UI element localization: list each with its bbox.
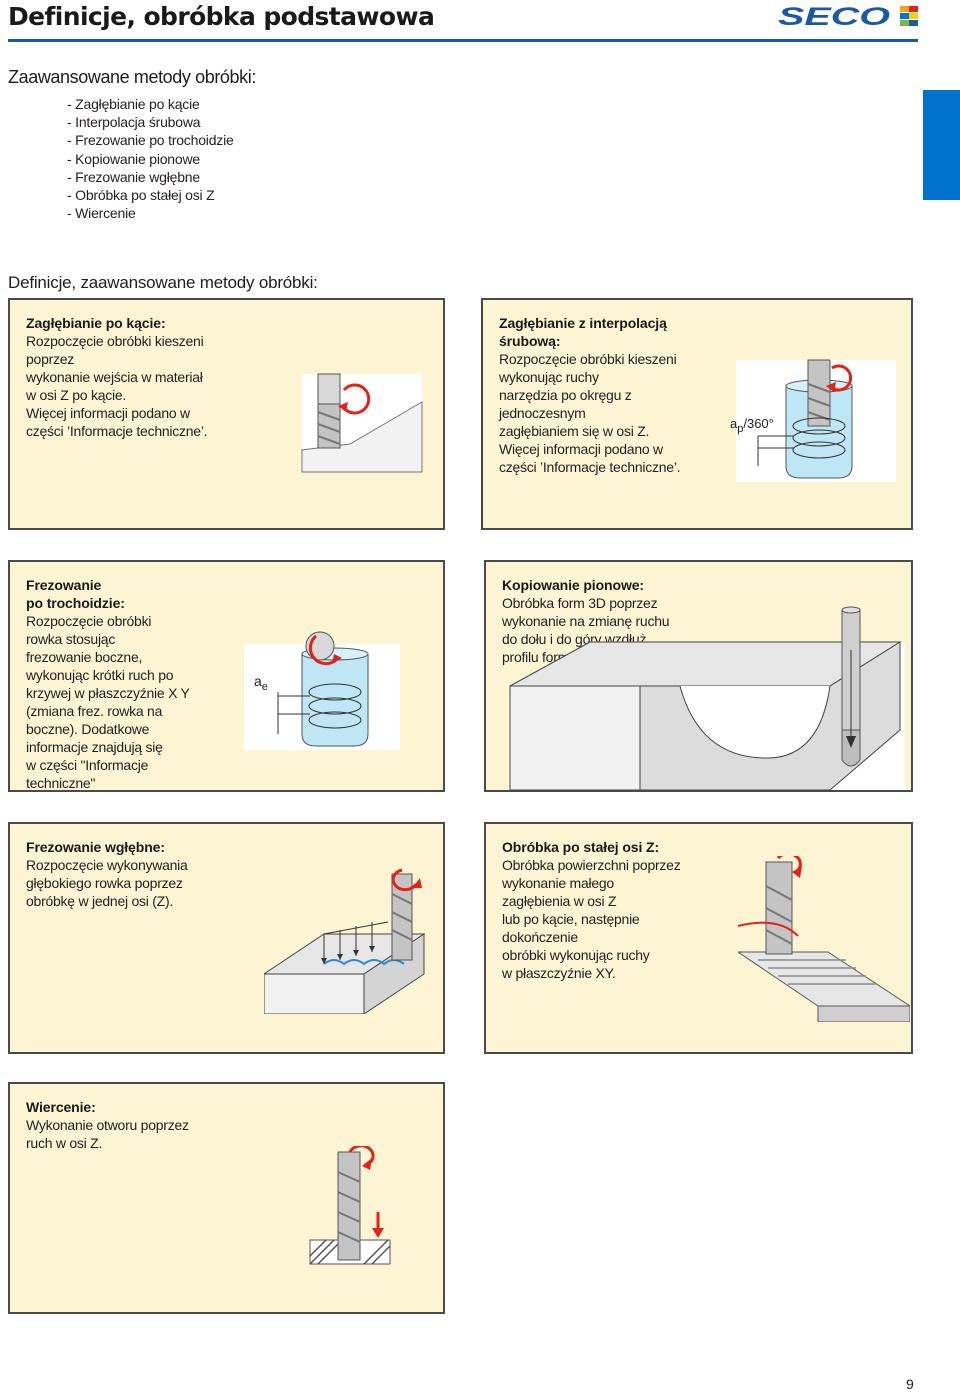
list-item: - Frezowanie po trochoidzie (67, 132, 234, 149)
card-constant-z: Obróbka po stałej osi Z: Obróbka powierz… (484, 822, 913, 1054)
card-line: rowka stosując (26, 631, 116, 647)
card-line: zagłębianiem się w osi Z. (499, 423, 650, 439)
card-line: Więcej informacji podano w (26, 405, 190, 421)
card-title: po trochoidzie: (26, 595, 125, 611)
card-title: Wiercenie: (26, 1099, 96, 1115)
seco-logo: SECO (778, 4, 918, 28)
list-item: - Frezowanie wgłębne (67, 168, 200, 185)
ramping-figure (301, 373, 423, 473)
card-text: Zagłębianie z interpolacją śrubową: Rozp… (499, 314, 749, 476)
card-line: w osi Z po kącie. (26, 387, 127, 403)
card-title: Zagłębianie z interpolacją (499, 315, 667, 331)
card-ramping: Zagłębianie po kącie: Rozpoczęcie obróbk… (8, 298, 445, 530)
card-text: Wiercenie: Wykonanie otworu poprzez ruch… (26, 1098, 276, 1152)
advanced-methods-heading: Zaawansowane metody obróbki: (8, 67, 256, 87)
card-line: poprzez (26, 351, 75, 367)
card-line: części ’Informacje techniczne’. (499, 459, 681, 475)
drilling-figure (309, 1146, 391, 1265)
card-helical: Zagłębianie z interpolacją śrubową: Rozp… (481, 298, 913, 530)
list-item: - Obróbka po stałej osi Z (67, 187, 215, 204)
card-line: Rozpoczęcie obróbki kieszeni (499, 351, 677, 367)
title-rule (8, 39, 918, 42)
card-line: wykonanie wejścia w materiał (26, 369, 203, 385)
card-line: narzędzia po okręgu z (499, 387, 632, 403)
card-line: Obróbka powierzchni poprzez (502, 857, 681, 873)
card-line: części ’Informacje techniczne’. (26, 423, 208, 439)
card-title: Kopiowanie pionowe: (502, 577, 644, 593)
card-title: Obróbka po stałej osi Z: (502, 839, 660, 855)
card-line: boczne). Dodatkowe (26, 721, 150, 737)
card-line: Rozpoczęcie obróbki kieszeni (26, 333, 204, 349)
card-line: lub po kącie, następnie (502, 911, 640, 927)
card-line: Obróbka form 3D poprzez (502, 595, 658, 611)
card-text: Kopiowanie pionowe: Obróbka form 3D popr… (502, 576, 752, 666)
card-title: Zagłębianie po kącie: (26, 315, 166, 331)
page-number: 9 (906, 1376, 914, 1392)
card-line: Rozpoczęcie obróbki (26, 613, 152, 629)
card-line: obróbkę w jednej osi (Z). (26, 893, 174, 909)
radial-depth-label: ae (254, 673, 268, 693)
definitions-heading: Definicje, zaawansowane metody obróbki: (8, 273, 318, 292)
card-text: Obróbka po stałej osi Z: Obróbka powierz… (502, 838, 752, 982)
card-line: zagłębienia w osi Z (502, 893, 617, 909)
card-text: Frezowanie wgłębne: Rozpoczęcie wykonywa… (26, 838, 276, 910)
card-line: jednoczesnym (499, 405, 586, 421)
card-line: dokończenie (502, 929, 578, 945)
card-title: śrubową: (499, 333, 561, 349)
copying-figure (509, 606, 905, 790)
card-line: krzywej w płaszczyźnie X Y (26, 685, 190, 701)
list-item: - Wiercenie (67, 205, 136, 222)
list-item: - Kopiowanie pionowe (67, 150, 200, 167)
helical-figure: ap/360° (730, 359, 896, 482)
card-line: obróbki wykonując ruchy (502, 947, 650, 963)
card-line: wykonanie małego (502, 875, 614, 891)
card-line: wykonując ruchy (499, 369, 599, 385)
card-line: Wykonanie otworu poprzez (26, 1117, 189, 1133)
card-text: Zagłębianie po kącie: Rozpoczęcie obróbk… (26, 314, 276, 440)
list-item: - Interpolacja śrubowa (67, 114, 201, 131)
card-line: informacje znajdują się (26, 739, 163, 755)
trochoidal-figure: ae (244, 631, 400, 750)
card-plunge: Frezowanie wgłębne: Rozpoczęcie wykonywa… (8, 822, 445, 1054)
card-line: (zmiana frez. rowka na (26, 703, 163, 719)
card-trochoidal: Frezowanie po trochoidzie: Rozpoczęcie o… (8, 560, 445, 792)
constant-z-figure (738, 856, 910, 1022)
card-line: Rozpoczęcie wykonywania (26, 857, 188, 873)
card-title: Frezowanie (26, 577, 102, 593)
chapter-tab (923, 90, 960, 200)
card-copying: Kopiowanie pionowe: Obróbka form 3D popr… (484, 560, 913, 792)
card-line: wykonanie na zmianę ruchu (502, 613, 670, 629)
card-line: frezowanie boczne, (26, 649, 143, 665)
card-drilling: Wiercenie: Wykonanie otworu poprzez ruch… (8, 1082, 445, 1314)
card-line: ruch w osi Z. (26, 1135, 103, 1151)
card-line: techniczne" (26, 775, 96, 791)
seco-logo-text: SECO (778, 4, 891, 28)
card-text: Frezowanie po trochoidzie: Rozpoczęcie o… (26, 576, 276, 791)
card-line: w części "Informacje (26, 757, 149, 773)
card-line: głębokiego rowka poprzez (26, 875, 183, 891)
card-title: Frezowanie wgłębne: (26, 839, 165, 855)
card-line: wykonując krótki ruch po (26, 667, 174, 683)
axial-depth-label: ap/360° (730, 416, 774, 435)
card-line: Więcej informacji podano w (499, 441, 663, 457)
advanced-methods-list: - Zagłębianie po kącie - Interpolacja śr… (67, 95, 234, 222)
list-item: - Zagłębianie po kącie (67, 96, 200, 112)
page-title: Definicje, obróbka podstawowa (8, 2, 435, 31)
card-line: w płaszczyźnie XY. (502, 965, 616, 981)
plunge-figure (264, 868, 426, 1014)
